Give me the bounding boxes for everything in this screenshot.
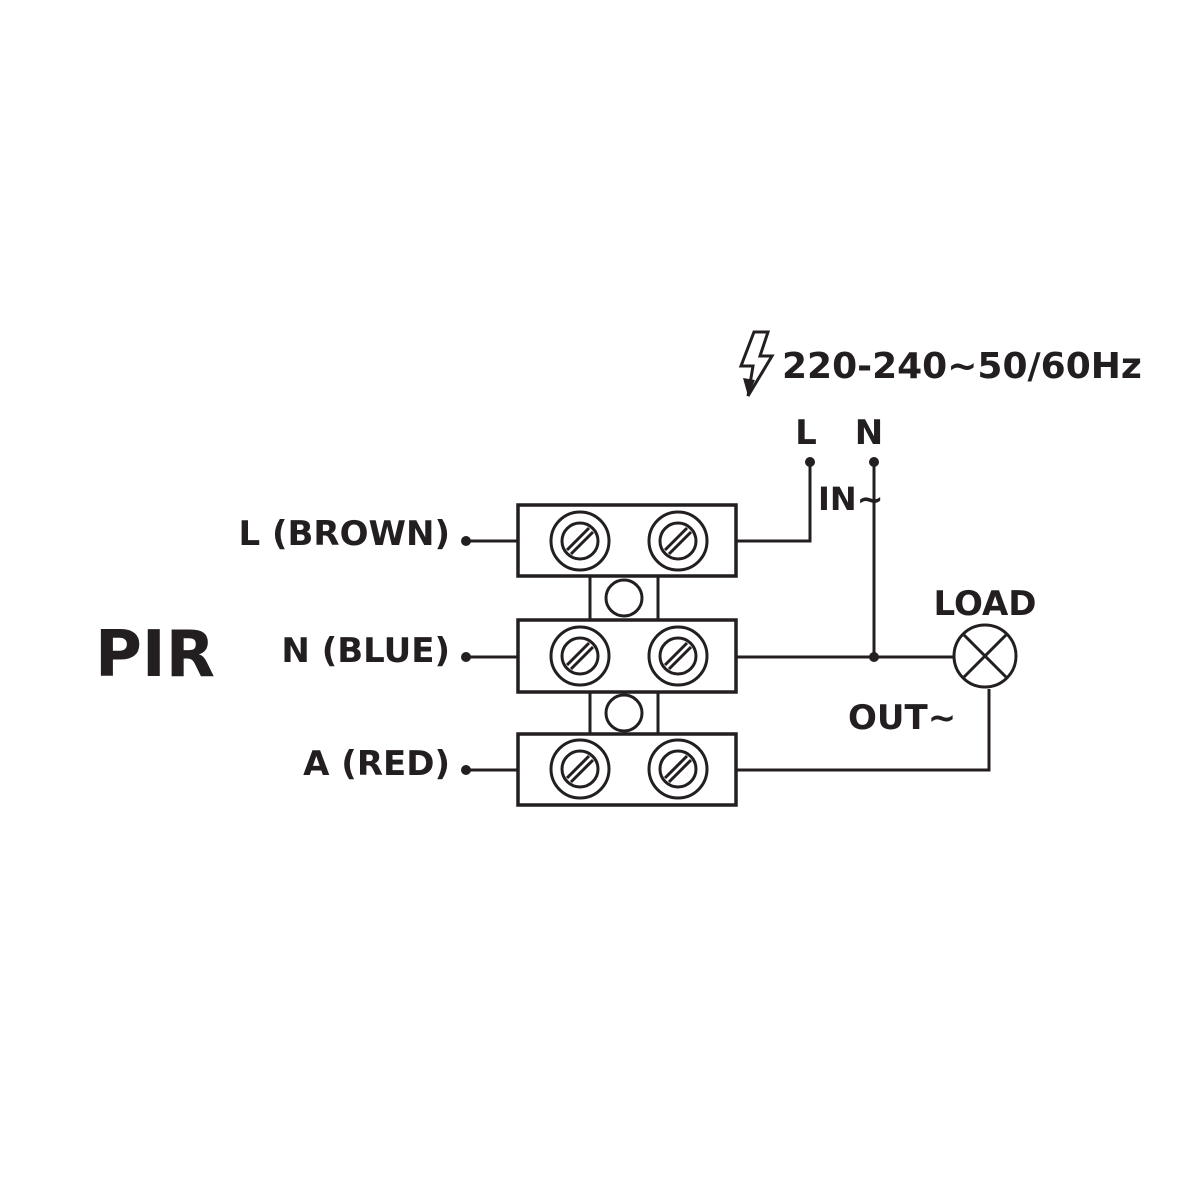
screw-icon (647, 625, 709, 687)
supply-terminal-l (805, 457, 815, 467)
screw-icon (549, 510, 611, 572)
output-wiring (736, 457, 991, 772)
junction-dot (869, 652, 879, 662)
terminal-block (516, 503, 738, 807)
terminal-leads (461, 536, 518, 775)
lightning-bolt-icon (738, 330, 775, 397)
screw-icon (549, 625, 611, 687)
load-label: LOAD (934, 584, 1037, 624)
wire-label-n-blue: N (BLUE) (281, 631, 450, 671)
supply-l-label: L (795, 413, 817, 453)
input-label: IN~ (818, 480, 884, 518)
wire-label-l-brown: L (BROWN) (238, 514, 450, 554)
lamp-icon (952, 623, 1018, 689)
output-label: OUT~ (848, 698, 956, 738)
screw-icon (549, 738, 611, 800)
screw-icon (647, 510, 709, 572)
supply-terminal-n (869, 457, 879, 467)
supply-voltage-label: 220-240~50/60Hz (782, 346, 1142, 387)
device-label: PIR (95, 618, 215, 692)
screw-icon (647, 738, 709, 800)
supply-n-label: N (855, 413, 883, 453)
wire-label-a-red: A (RED) (303, 744, 450, 784)
